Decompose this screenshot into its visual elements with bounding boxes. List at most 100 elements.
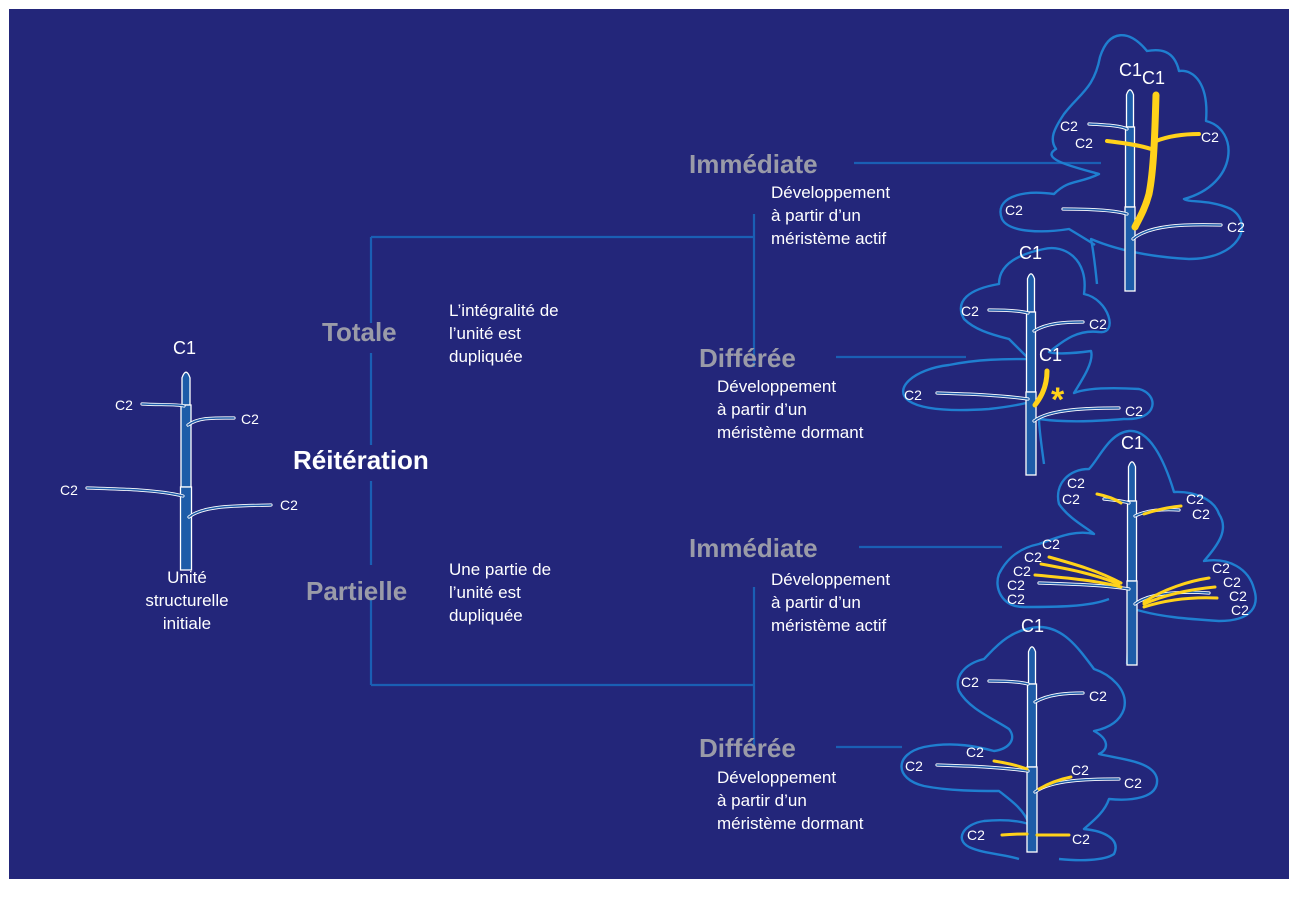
- label-c2: C2: [961, 674, 979, 690]
- branch-fill: [1033, 321, 1084, 332]
- description-line: Développement: [717, 377, 837, 396]
- trunk-segment: [181, 371, 191, 406]
- reiterated-branch: [1037, 775, 1073, 791]
- tree-total-immediate: [1061, 89, 1223, 292]
- branch-fill: [86, 487, 184, 497]
- description-line: à partir d’un: [717, 400, 807, 419]
- label-c2: C2: [1013, 563, 1031, 579]
- initial-unit-tree: [85, 371, 273, 571]
- branch-fill: [936, 764, 1029, 772]
- description-line: dupliquée: [449, 606, 523, 625]
- description-line: méristème dormant: [717, 814, 864, 833]
- branch-partial-description: Une partie de l’unité est dupliquée: [449, 558, 551, 627]
- label-c2: C2: [115, 397, 133, 413]
- root-label: Réitération: [293, 445, 429, 475]
- branch-fill: [187, 417, 235, 426]
- label-c2: C2: [904, 387, 922, 403]
- label-c2: C2: [1223, 574, 1241, 590]
- label-c2: C2: [1201, 129, 1219, 145]
- reiterated-branch: [1095, 492, 1123, 505]
- reiterated-branch: [1142, 585, 1217, 606]
- diagram-svg: [85, 34, 1257, 862]
- trunk-segment: [1125, 89, 1135, 128]
- crown-outline: [900, 625, 1159, 862]
- branch-fill: [1034, 692, 1084, 703]
- label-c2: C2: [1229, 588, 1247, 604]
- label-c1: C1: [1019, 243, 1043, 263]
- description-line: à partir d’un: [717, 791, 807, 810]
- branch-fill: [936, 392, 1029, 400]
- branch-fill: [1134, 591, 1210, 605]
- branch-total-description: L’intégralité de l’unité est dupliquée: [449, 299, 559, 368]
- label-c2: C2: [1062, 491, 1080, 507]
- label-c2: C2: [60, 482, 78, 498]
- label-c2: C2: [1212, 560, 1230, 576]
- tree-drawings: [85, 89, 1223, 853]
- trunk-segment: [1124, 206, 1136, 292]
- description-line: Une partie de: [449, 560, 552, 579]
- label-c1: C1: [1142, 68, 1166, 88]
- branch-fill: [1062, 208, 1128, 215]
- description-line: méristème dormant: [717, 423, 864, 442]
- description-line: l’unité est: [449, 583, 521, 602]
- crown-outline: [902, 246, 1154, 465]
- branch-fill: [1132, 223, 1222, 240]
- tree-partial-immediate: [1033, 461, 1219, 666]
- caption-line: Unité: [167, 568, 207, 587]
- mode-partial-delayed-label: Différée: [699, 733, 796, 763]
- reiterated-branch: [1032, 368, 1050, 408]
- trunk-segment: [1126, 580, 1138, 666]
- dormant-meristem-marker: *: [1051, 381, 1065, 419]
- mode-total-immediate-label: Immédiate: [689, 149, 818, 179]
- tree-total-delayed: [935, 273, 1121, 476]
- trunk-segment: [1026, 273, 1036, 313]
- label-c1: C1: [173, 338, 197, 358]
- branch-fill: [188, 504, 272, 518]
- trunk-segment: [1027, 646, 1037, 685]
- label-c2: C2: [1005, 202, 1023, 218]
- label-c2: C2: [1060, 118, 1078, 134]
- mode-total-delayed-description: Développement à partir d’un méristème do…: [717, 375, 863, 444]
- reiterated-branch: [1033, 573, 1123, 589]
- trunk-segment: [1025, 391, 1037, 476]
- label-c2: C2: [280, 497, 298, 513]
- reiterated-branch: [1154, 132, 1201, 143]
- label-c2: C2: [1067, 475, 1085, 491]
- description-line: L’intégralité de: [449, 301, 559, 320]
- reiterated-branch: [1142, 576, 1211, 604]
- description-line: méristème actif: [771, 229, 887, 248]
- label-c2: C2: [1042, 536, 1060, 552]
- description-line: à partir d’un: [771, 206, 861, 225]
- label-c2: C2: [1007, 577, 1025, 593]
- label-c2: C2: [1186, 491, 1204, 507]
- mode-partial-immediate-description: Développement à partir d’un méristème ac…: [771, 568, 890, 637]
- label-c2: C2: [966, 744, 984, 760]
- branch-fill: [141, 403, 185, 407]
- label-c2: C2: [1089, 316, 1107, 332]
- label-c2: C2: [1089, 688, 1107, 704]
- mode-total-immediate-description: Développement à partir d’un méristème ac…: [771, 181, 890, 250]
- label-c1: C1: [1121, 433, 1145, 453]
- label-c2: C2: [1075, 135, 1093, 151]
- description-line: à partir d’un: [771, 593, 861, 612]
- label-c2: C2: [905, 758, 923, 774]
- initial-unit-caption: Unité structurelle initiale: [137, 566, 237, 635]
- label-c2: C2: [961, 303, 979, 319]
- reiterated-branch: [1142, 504, 1183, 516]
- branch-total-label: Totale: [322, 317, 397, 347]
- mode-partial-delayed-description: Développement à partir d’un méristème do…: [717, 766, 863, 835]
- trunk-segment: [1127, 461, 1137, 502]
- reiterated-branch: [1000, 832, 1029, 837]
- label-c2: C2: [1231, 602, 1249, 618]
- description-line: Développement: [771, 570, 891, 589]
- label-c2: C2: [1071, 762, 1089, 778]
- label-c2: C2: [241, 411, 259, 427]
- caption-line: structurelle: [145, 591, 229, 610]
- reiterated-branch: [1142, 596, 1219, 609]
- reiterated-branch: [1105, 139, 1153, 151]
- label-c2: C2: [1227, 219, 1245, 235]
- label-c1: C1: [1039, 345, 1063, 365]
- description-line: l’unité est: [449, 324, 521, 343]
- trunk-segment: [1026, 766, 1038, 853]
- branch-fill: [1033, 407, 1120, 422]
